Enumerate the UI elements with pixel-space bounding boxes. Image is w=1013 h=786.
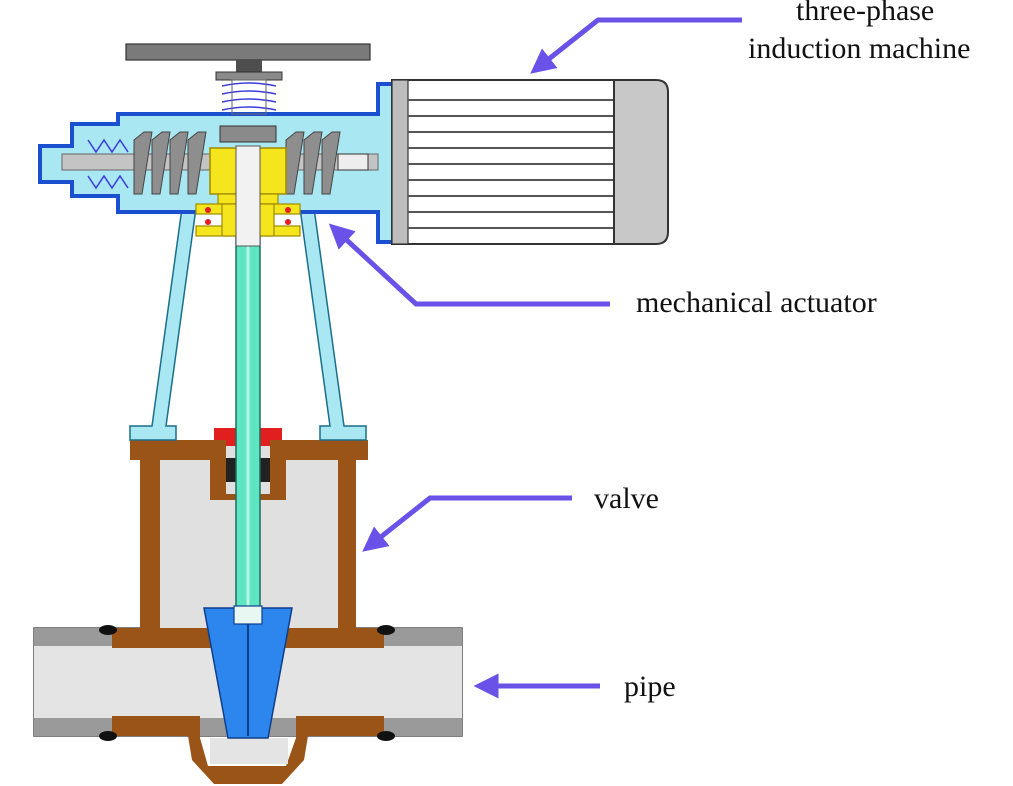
label-valve: valve bbox=[594, 482, 659, 515]
actuator-yoke bbox=[129, 207, 367, 441]
spring-icon bbox=[221, 82, 277, 111]
label-motor-line2: induction machine bbox=[748, 32, 971, 65]
handwheel-icon bbox=[125, 43, 371, 115]
arrow-icon-actuator bbox=[328, 223, 610, 307]
arrow-icon-valve bbox=[362, 495, 572, 552]
label-pipe: pipe bbox=[624, 670, 676, 703]
valve-gate bbox=[203, 605, 293, 739]
label-mechanical-actuator: mechanical actuator bbox=[636, 286, 877, 319]
label-motor-line1: three-phase bbox=[796, 0, 935, 27]
motor-icon bbox=[391, 79, 669, 245]
mechanical-actuator bbox=[38, 82, 396, 247]
spring-icon bbox=[87, 138, 129, 190]
arrow-icon-motor bbox=[530, 17, 742, 74]
worm-gear bbox=[133, 131, 341, 195]
